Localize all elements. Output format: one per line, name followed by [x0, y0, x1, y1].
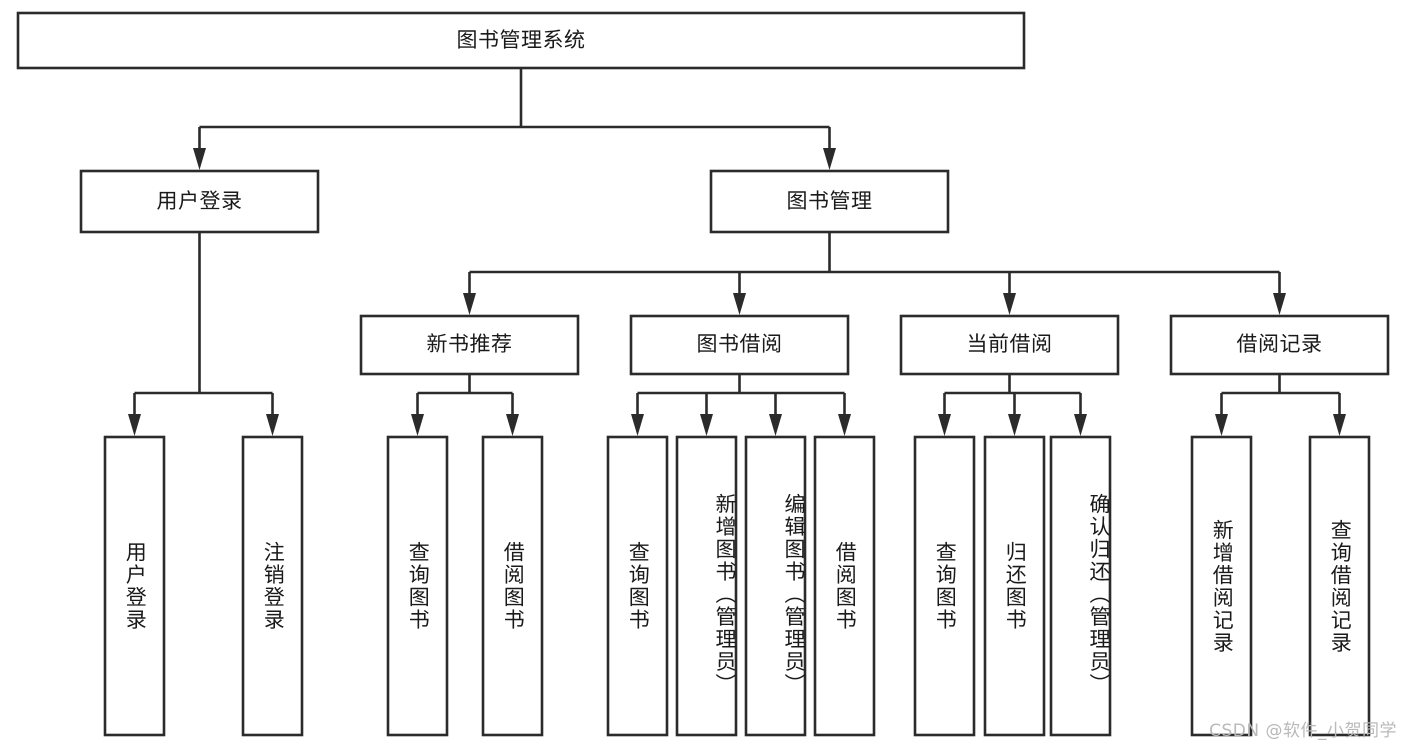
arrow-head-leaf-add-record	[1215, 414, 1228, 436]
node-box-user-login	[79, 169, 320, 234]
node-box-leaf-add-book	[675, 435, 738, 737]
node-box-leaf-logout	[241, 435, 304, 737]
arrow-head-leaf-logout	[266, 414, 279, 436]
node-box-new-book-rec	[359, 314, 580, 376]
node-box-leaf-confirm-return	[1049, 435, 1112, 737]
node-box-book-borrow	[629, 314, 850, 376]
node-box-leaf-query-book-1	[386, 435, 449, 737]
node-box-book-manage	[709, 169, 950, 234]
arrow-head-leaf-confirm-return	[1074, 414, 1087, 436]
node-box-leaf-query-record	[1308, 435, 1371, 737]
arrow-head-leaf-user-login	[128, 414, 141, 436]
arrow-head-leaf-add-book	[700, 414, 713, 436]
node-box-leaf-edit-book	[744, 435, 807, 737]
arrow-head-book-manage	[823, 148, 836, 170]
arrow-head-leaf-borrow-book-2	[838, 414, 851, 436]
node-box-leaf-borrow-book-1	[481, 435, 544, 737]
arrow-head-current-borrow	[1003, 293, 1016, 315]
arrow-head-leaf-query-record	[1333, 414, 1346, 436]
arrow-head-book-borrow	[733, 293, 746, 315]
node-box-leaf-query-book-2	[606, 435, 669, 737]
arrow-head-leaf-query-book-2	[631, 414, 644, 436]
node-box-leaf-add-record	[1190, 435, 1253, 737]
arrow-head-borrow-record	[1273, 293, 1286, 315]
node-box-root	[16, 11, 1026, 70]
node-box-leaf-borrow-book-2	[813, 435, 876, 737]
arrow-head-user-login	[193, 148, 206, 170]
arrow-head-leaf-query-book-1	[411, 414, 424, 436]
node-box-leaf-user-login	[103, 435, 166, 737]
arrow-head-leaf-return-book	[1008, 414, 1021, 436]
node-box-leaf-return-book	[983, 435, 1046, 737]
arrow-head-leaf-borrow-book-1	[506, 414, 519, 436]
node-box-current-borrow	[899, 314, 1120, 376]
node-box-leaf-query-book-3	[913, 435, 976, 737]
csdn-watermark: CSDN @软件_小贺同学	[1209, 721, 1397, 741]
arrow-head-leaf-query-book-3	[938, 414, 951, 436]
arrow-head-leaf-edit-book	[769, 414, 782, 436]
arrow-head-new-book-rec	[463, 293, 476, 315]
node-box-borrow-record	[1169, 314, 1390, 376]
